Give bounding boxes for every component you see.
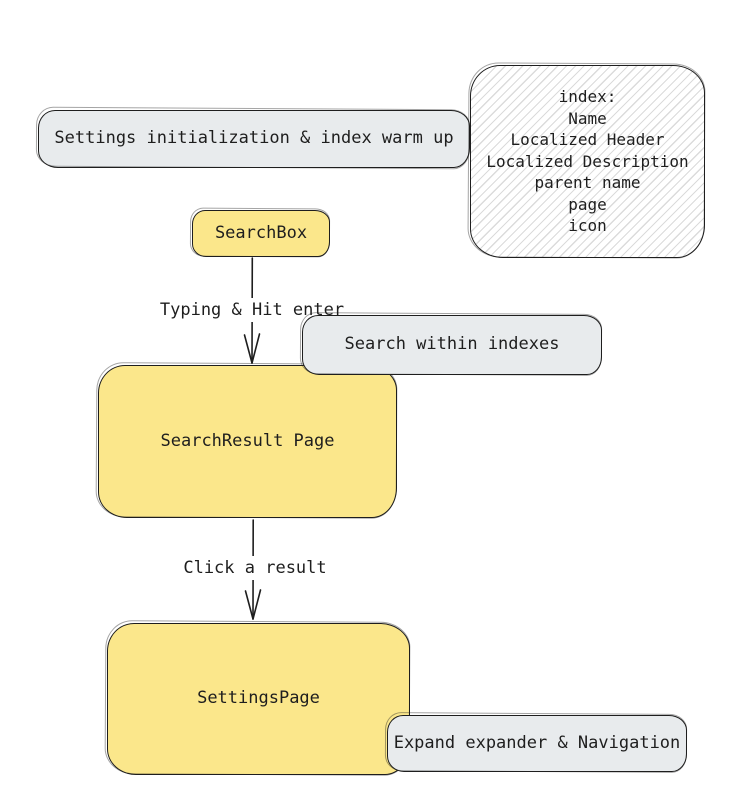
index-note-line: page (568, 194, 607, 214)
index-note-line: Localized Description (486, 151, 689, 171)
node-searchresult-page-label: SearchResult Page (160, 430, 335, 451)
node-searchbox-label: SearchBox (214, 222, 308, 243)
node-index-annotation: index: Name Localized Header Localized D… (470, 65, 705, 258)
index-note-line: index: (558, 87, 617, 107)
node-expand-navigation: Expand expander & Navigation (387, 715, 687, 772)
index-note-line: Localized Header (510, 130, 665, 150)
node-expand-navigation-label: Expand expander & Navigation (393, 732, 681, 753)
node-settings-warmup: Settings initialization & index warm up (38, 110, 470, 168)
node-searchbox: SearchBox (192, 210, 330, 257)
node-search-within-indexes: Search within indexes (302, 315, 602, 375)
index-note-line: parent name (534, 173, 641, 193)
edge-label-click: Click a result (179, 556, 331, 580)
node-search-within-indexes-label: Search within indexes (344, 334, 560, 355)
node-settingspage-label: SettingsPage (197, 688, 320, 709)
index-note-line: icon (568, 216, 607, 236)
edge-label-typing: Typing & Hit enter (155, 298, 349, 322)
node-searchresult-page: SearchResult Page (98, 365, 397, 518)
index-note-line: Name (568, 108, 607, 128)
node-settingspage: SettingsPage (107, 623, 410, 775)
node-settings-warmup-label: Settings initialization & index warm up (54, 128, 454, 149)
